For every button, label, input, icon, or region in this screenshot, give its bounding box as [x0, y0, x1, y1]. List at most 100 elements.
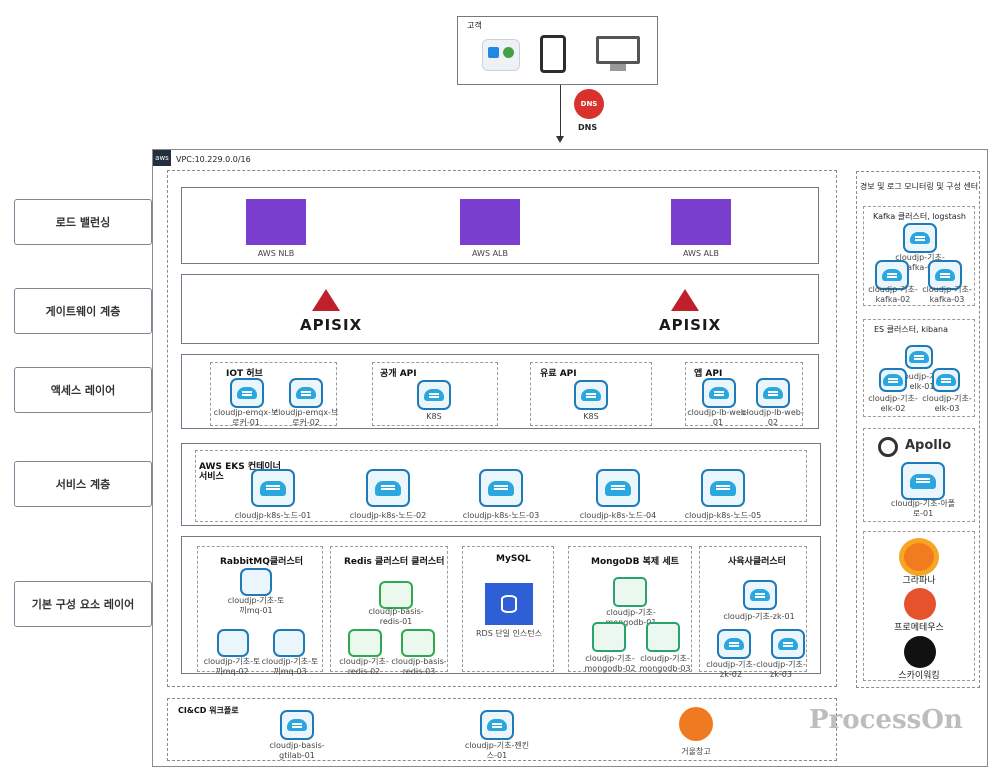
monitoring-center: 경보 및 로그 모니터링 및 구성 센터 Kafka 클러스터, logstas… [856, 171, 980, 688]
node-label: cloudjp-기초-토끼mq-02 [203, 657, 261, 676]
skywalking-label: 스카이워킹 [898, 671, 940, 681]
monitor-icon [596, 36, 640, 64]
apollo-group: Apollo cloudjp-기초-아폴로-01 [863, 428, 975, 522]
node-label: cloudjp-기초-아폴로-01 [890, 499, 956, 518]
redis-group: Redis 클러스터 클러스터 cloudjp-basis-redis-01 c… [330, 546, 448, 676]
apollo-title: Apollo [905, 438, 952, 453]
node-label: cloudjp-기초-kafka-03 [922, 285, 972, 304]
cloud-server-icon [903, 223, 937, 253]
cloud-server-icon [717, 629, 751, 659]
layer-service: 서비스 계층 [14, 461, 152, 507]
node-label: cloudjp-basis-redis-01 [368, 607, 424, 626]
node-label: cloudjp-기초-토끼mq-03 [261, 657, 319, 676]
rabbitmq-hub-icon [240, 568, 272, 596]
prometheus-icon [904, 588, 936, 620]
cloud-server-icon [479, 469, 523, 507]
app-api-title: 앱 API [694, 369, 723, 379]
layer-load-balancing: 로드 밸런싱 [14, 199, 152, 245]
cloud-server-icon [756, 378, 790, 408]
mongodb-icon [592, 622, 626, 652]
prometheus-label: 프로메테우스 [894, 623, 944, 633]
cloud-server-icon [417, 380, 451, 410]
vpc-label: VPC:10.229.0.0/16 [176, 155, 251, 164]
gateway-panel: APISIX APISIX [181, 274, 819, 344]
apisix-label: APISIX [659, 316, 722, 334]
node-label: K8S [583, 412, 599, 421]
node-label: cloudjp-기초-elk-02 [868, 394, 918, 413]
mongodb-icon [646, 622, 680, 652]
node-label: cloudjp-lb-web-01 [687, 408, 749, 427]
monitor-stand-icon [610, 64, 626, 71]
aws-nlb-icon [246, 199, 306, 245]
public-api-title: 공개 API [380, 369, 417, 379]
node-label: cloudjp-기초-elk-01 [897, 372, 947, 391]
cloud-server-icon [480, 710, 514, 740]
rabbitmq-hub-icon [273, 629, 305, 657]
node-label: cloudjp-기초-zk-02 [706, 660, 756, 679]
dns-label: DNS [578, 123, 598, 132]
client-arrow-line [560, 85, 561, 139]
mongodb-title: MongoDB 복제 세트 [591, 557, 679, 567]
rabbitmq-hub-icon [217, 629, 249, 657]
service-panel: AWS EKS 컨테이너 서비스 cloudjp-k8s-노드-01 cloud… [181, 443, 821, 526]
node-label: cloudjp-k8s-노드-01 [234, 511, 312, 520]
node-label: cloudjp-기초-mongodb-01 [605, 608, 657, 627]
cloud-server-icon [901, 462, 945, 500]
client-box: 고객 [457, 16, 658, 85]
node-label: 거울창고 [681, 747, 711, 756]
node-label: cloudjp-basis-redis-03 [391, 657, 447, 676]
arrow-head-icon [556, 136, 564, 143]
load-balancing-panel: AWS NLB AWS ALB AWS ALB [181, 187, 819, 264]
aws-icon: aws [153, 150, 171, 166]
node-label: cloudjp-기초-토끼mq-01 [227, 596, 285, 615]
dns-icon: DNS [574, 89, 604, 119]
cloud-server-icon [932, 368, 960, 392]
cloud-server-icon [596, 469, 640, 507]
apisix-logo-icon [312, 289, 340, 311]
mysql-title: MySQL [496, 554, 531, 564]
iot-hub-title: IOT 허브 [226, 369, 263, 379]
node-label: K8S [426, 412, 442, 421]
cloud-server-icon [875, 260, 909, 290]
aws-alb-icon [671, 199, 731, 245]
access-panel: IOT 허브 cloudjp-emqx-브로커-01 cloudjp-emqx-… [181, 354, 819, 429]
skywalking-icon [904, 636, 936, 668]
aws-alb-label: AWS ALB [472, 249, 508, 258]
node-label: cloudjp-기초-mongodb-02 [584, 654, 636, 673]
apisix-logo-icon [671, 289, 699, 311]
rabbitmq-group: RabbitMQ클러스터 cloudjp-기초-토끼mq-01 cloudjp-… [197, 546, 323, 676]
node-label: cloudjp-emqx-브로커-02 [273, 408, 339, 427]
tools-group: 그라파나 프로메테우스 스카이워킹 [863, 531, 975, 681]
node-label: cloudjp-기초-mongodb-03 [639, 654, 691, 673]
apisix-label: APISIX [300, 316, 363, 334]
cloud-server-icon [928, 260, 962, 290]
grafana-label: 그라파나 [902, 576, 936, 586]
public-api-group: 공개 API K8S [372, 362, 498, 426]
cloud-server-icon [280, 710, 314, 740]
kafka-title: Kafka 클러스터, logstash [873, 212, 966, 221]
client-title: 고객 [467, 21, 482, 30]
cloud-server-icon [905, 345, 933, 369]
node-label: cloudjp-k8s-노드-04 [579, 511, 657, 520]
mongodb-group: MongoDB 복제 세트 cloudjp-기초-mongodb-01 clou… [568, 546, 692, 673]
aws-alb-label: AWS ALB [683, 249, 719, 258]
redis-stack-icon [348, 629, 382, 657]
paid-api-title: 유료 API [540, 369, 577, 379]
cicd-title: CI&CD 워크플로 [178, 706, 239, 715]
redis-stack-icon [379, 581, 413, 609]
rds-database-icon [485, 583, 533, 625]
watermark: ProcessOn [809, 705, 963, 735]
mysql-group: MySQL RDS 단일 인스턴스 [462, 546, 554, 672]
iot-hub-group: IOT 허브 cloudjp-emqx-브로커-01 cloudjp-emqx-… [210, 362, 339, 427]
node-label: cloudjp-기초-kafka-02 [868, 285, 918, 304]
base-panel: RabbitMQ클러스터 cloudjp-기초-토끼mq-01 cloudjp-… [181, 536, 821, 679]
mirror-repository-icon [679, 707, 713, 741]
redis-title: Redis 클러스터 클러스터 [344, 557, 445, 567]
node-label: cloudjp-k8s-노드-03 [462, 511, 540, 520]
redis-stack-icon [401, 629, 435, 657]
layer-gateway: 게이트웨이 계층 [14, 288, 152, 334]
phone-icon [540, 35, 566, 73]
paid-api-group: 유료 API K8S [530, 362, 652, 426]
aws-alb-icon [460, 199, 520, 245]
